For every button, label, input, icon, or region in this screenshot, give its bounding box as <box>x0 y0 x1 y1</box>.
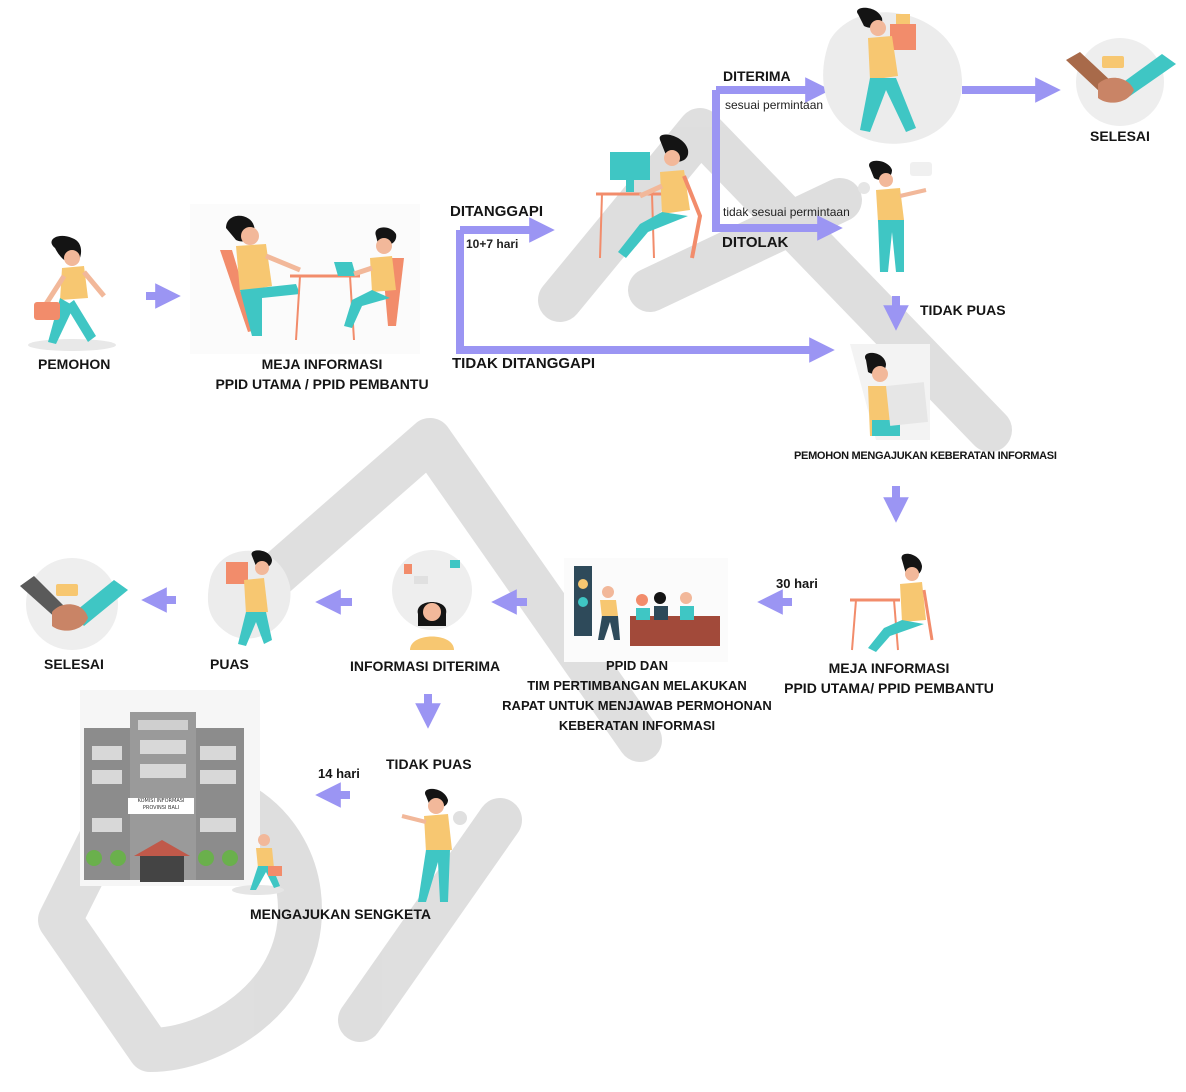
person-carrying-box-icon <box>207 550 291 646</box>
person-walking-with-bag-icon <box>28 235 116 351</box>
person-at-laptop-icon <box>850 553 934 652</box>
label-meja-informasi-2-line2: PPID UTAMA/ PPID PEMBANTU <box>784 680 994 696</box>
label-ppid-rapat-line3: RAPAT UNTUK MENJAWAB PERMOHONAN <box>502 698 772 713</box>
label-14-hari: 14 hari <box>318 766 360 781</box>
label-ditanggapi: DITANGGAPI <box>450 203 544 220</box>
label-puas: PUAS <box>210 656 249 672</box>
two-people-at-desk-icon <box>190 204 420 354</box>
label-ppid-rapat-line1: PPID DAN <box>605 658 669 673</box>
woman-thinking-icon <box>392 550 472 650</box>
label-ppid-rapat-line4: KEBERATAN INFORMASI <box>558 718 716 733</box>
government-building-icon <box>80 690 284 895</box>
label-ditolak: DITOLAK <box>722 234 789 251</box>
person-carrying-box-icon <box>823 7 963 144</box>
label-meja-informasi-2-line1: MEJA INFORMASI <box>828 660 950 676</box>
label-tidak-puas-top: TIDAK PUAS <box>920 302 1006 318</box>
label-keberatan: PEMOHON MENGAJUKAN KEBERATAN INFORMASI <box>794 450 1057 462</box>
person-with-question-icon <box>401 788 467 902</box>
label-diterima: DITERIMA <box>723 68 791 84</box>
presentation-meeting-icon <box>564 558 728 662</box>
person-with-speech-bubble-icon <box>858 160 932 272</box>
label-30-hari: 30 hari <box>776 576 818 591</box>
label-selesai-bottom: SELESAI <box>44 656 104 672</box>
label-ditanggapi-days: 10+7 hari <box>466 237 519 251</box>
building-sign-line2: PROVINSI BALI <box>142 805 180 811</box>
label-tidak-ditanggapi: TIDAK DITANGGAPI <box>452 355 596 372</box>
label-informasi-diterima: INFORMASI DITERIMA <box>350 658 501 674</box>
label-ppid-rapat: PPID DAN TIM PERTIMBANGAN MELAKUKAN RAPA… <box>494 656 780 736</box>
label-meja-informasi-1-line1: MEJA INFORMASI <box>261 356 383 372</box>
label-diterima-sub: sesuai permintaan <box>725 98 824 112</box>
label-meja-informasi-2: MEJA INFORMASI PPID UTAMA/ PPID PEMBANTU <box>776 658 1002 698</box>
label-meja-informasi-1-line2: PPID UTAMA / PPID PEMBANTU <box>215 376 429 392</box>
building-sign: KOMISI INFORMASI PROVINSI BALI <box>128 798 194 812</box>
label-meja-informasi-1: MEJA INFORMASI PPID UTAMA / PPID PEMBANT… <box>200 354 444 394</box>
handshake-icon <box>1066 38 1176 126</box>
label-ppid-rapat-line2: TIM PERTIMBANGAN MELAKUKAN <box>527 678 747 693</box>
connectors <box>141 77 1061 808</box>
person-at-computer-icon <box>596 134 703 259</box>
label-tidak-puas-bottom: TIDAK PUAS <box>386 756 472 772</box>
label-mengajukan-sengketa: MENGAJUKAN SENGKETA <box>250 906 431 922</box>
label-ditolak-sub: tidak sesuai permintaan <box>723 205 850 219</box>
handshake-icon <box>20 558 128 650</box>
label-pemohon: PEMOHON <box>38 356 111 372</box>
building-sign-line1: KOMISI INFORMASI <box>137 798 185 804</box>
label-selesai-top: SELESAI <box>1090 128 1150 144</box>
person-holding-document-icon <box>850 344 930 440</box>
